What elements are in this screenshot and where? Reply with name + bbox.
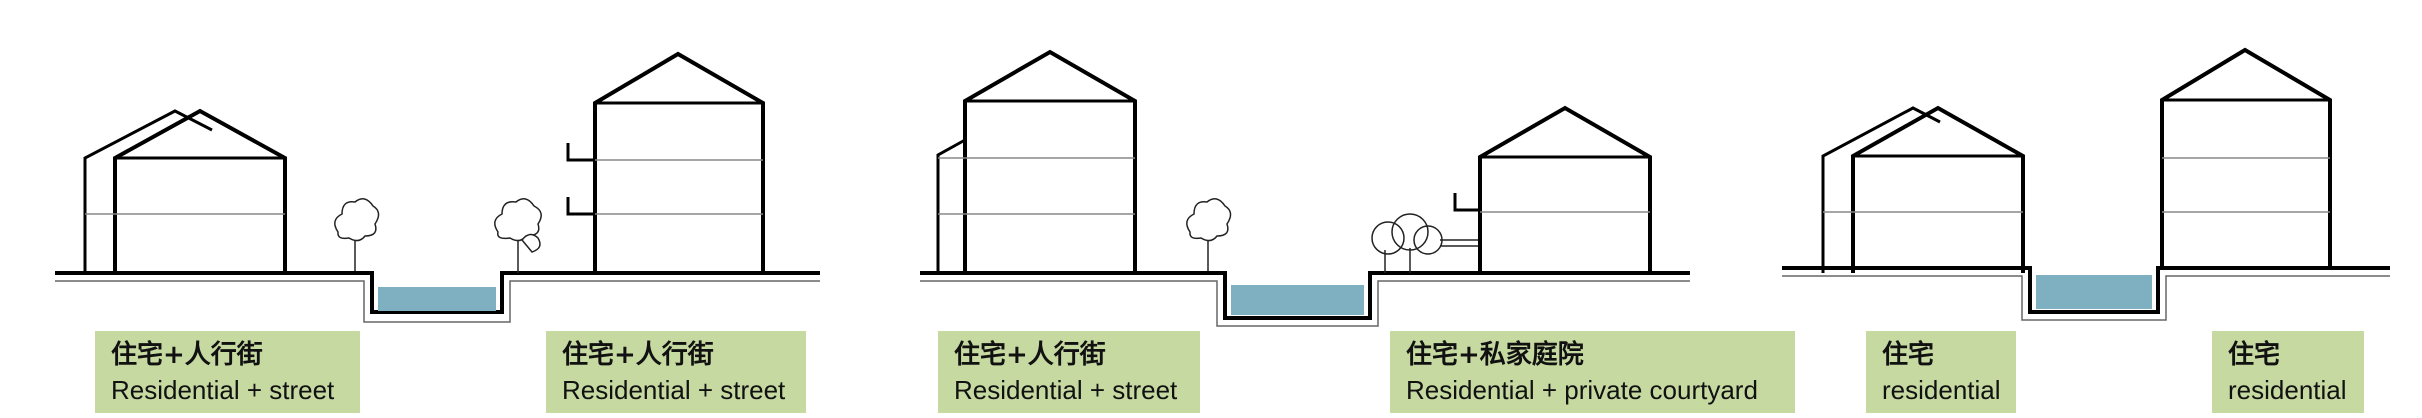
house <box>1478 105 1652 273</box>
label-zh: 住宅+人行街 <box>111 340 263 370</box>
label-en: residential <box>2228 375 2347 405</box>
water <box>2036 275 2152 309</box>
ground-thin-line <box>920 280 1690 327</box>
tree <box>334 198 380 273</box>
label-zh: 住宅 <box>1882 340 1935 370</box>
water <box>378 287 496 311</box>
back-house <box>1821 106 1941 273</box>
label-zh: 住宅+人行街 <box>954 340 1106 370</box>
label-en: Residential + private courtyard <box>1406 375 1758 405</box>
label-section-1-left: 住宅+人行街 Residential + street <box>95 331 360 413</box>
section-2 <box>920 49 1690 327</box>
label-en: Residential + street <box>562 375 786 405</box>
ground-thin-line <box>55 280 820 323</box>
label-en: Residential + street <box>111 375 335 405</box>
label-section-1-right: 住宅+人行街 Residential + street <box>546 331 806 413</box>
back-house <box>83 109 213 273</box>
ground-line <box>920 271 1690 320</box>
tall-house <box>593 51 765 273</box>
section-3 <box>1782 47 2390 321</box>
label-section-3-left: 住宅 residential <box>1866 331 2016 413</box>
label-zh: 住宅 <box>2228 340 2281 370</box>
label-zh: 住宅+人行街 <box>562 340 714 370</box>
ground-thin-line <box>1782 275 2390 321</box>
label-section-3-right: 住宅 residential <box>2212 331 2364 413</box>
section-1 <box>55 51 820 323</box>
back-house <box>936 138 966 273</box>
tall-house <box>2160 47 2332 268</box>
label-section-2-right: 住宅+私家庭院 Residential + private courtyard <box>1390 331 1795 413</box>
tree <box>494 198 542 273</box>
water <box>1231 285 1364 315</box>
label-zh: 住宅+私家庭院 <box>1406 340 1584 370</box>
balcony <box>566 143 595 162</box>
balcony <box>566 197 595 216</box>
ground-line <box>55 271 820 314</box>
courtyard-trees <box>1371 213 1480 273</box>
house <box>1851 105 2025 273</box>
label-section-2-left: 住宅+人行街 Residential + street <box>938 331 1200 413</box>
house <box>113 108 287 273</box>
label-en: residential <box>1882 375 2001 405</box>
house <box>963 49 1137 273</box>
balcony <box>1453 193 1480 212</box>
tree <box>1186 198 1232 273</box>
label-en: Residential + street <box>954 375 1178 405</box>
ground-line <box>1782 266 2390 314</box>
